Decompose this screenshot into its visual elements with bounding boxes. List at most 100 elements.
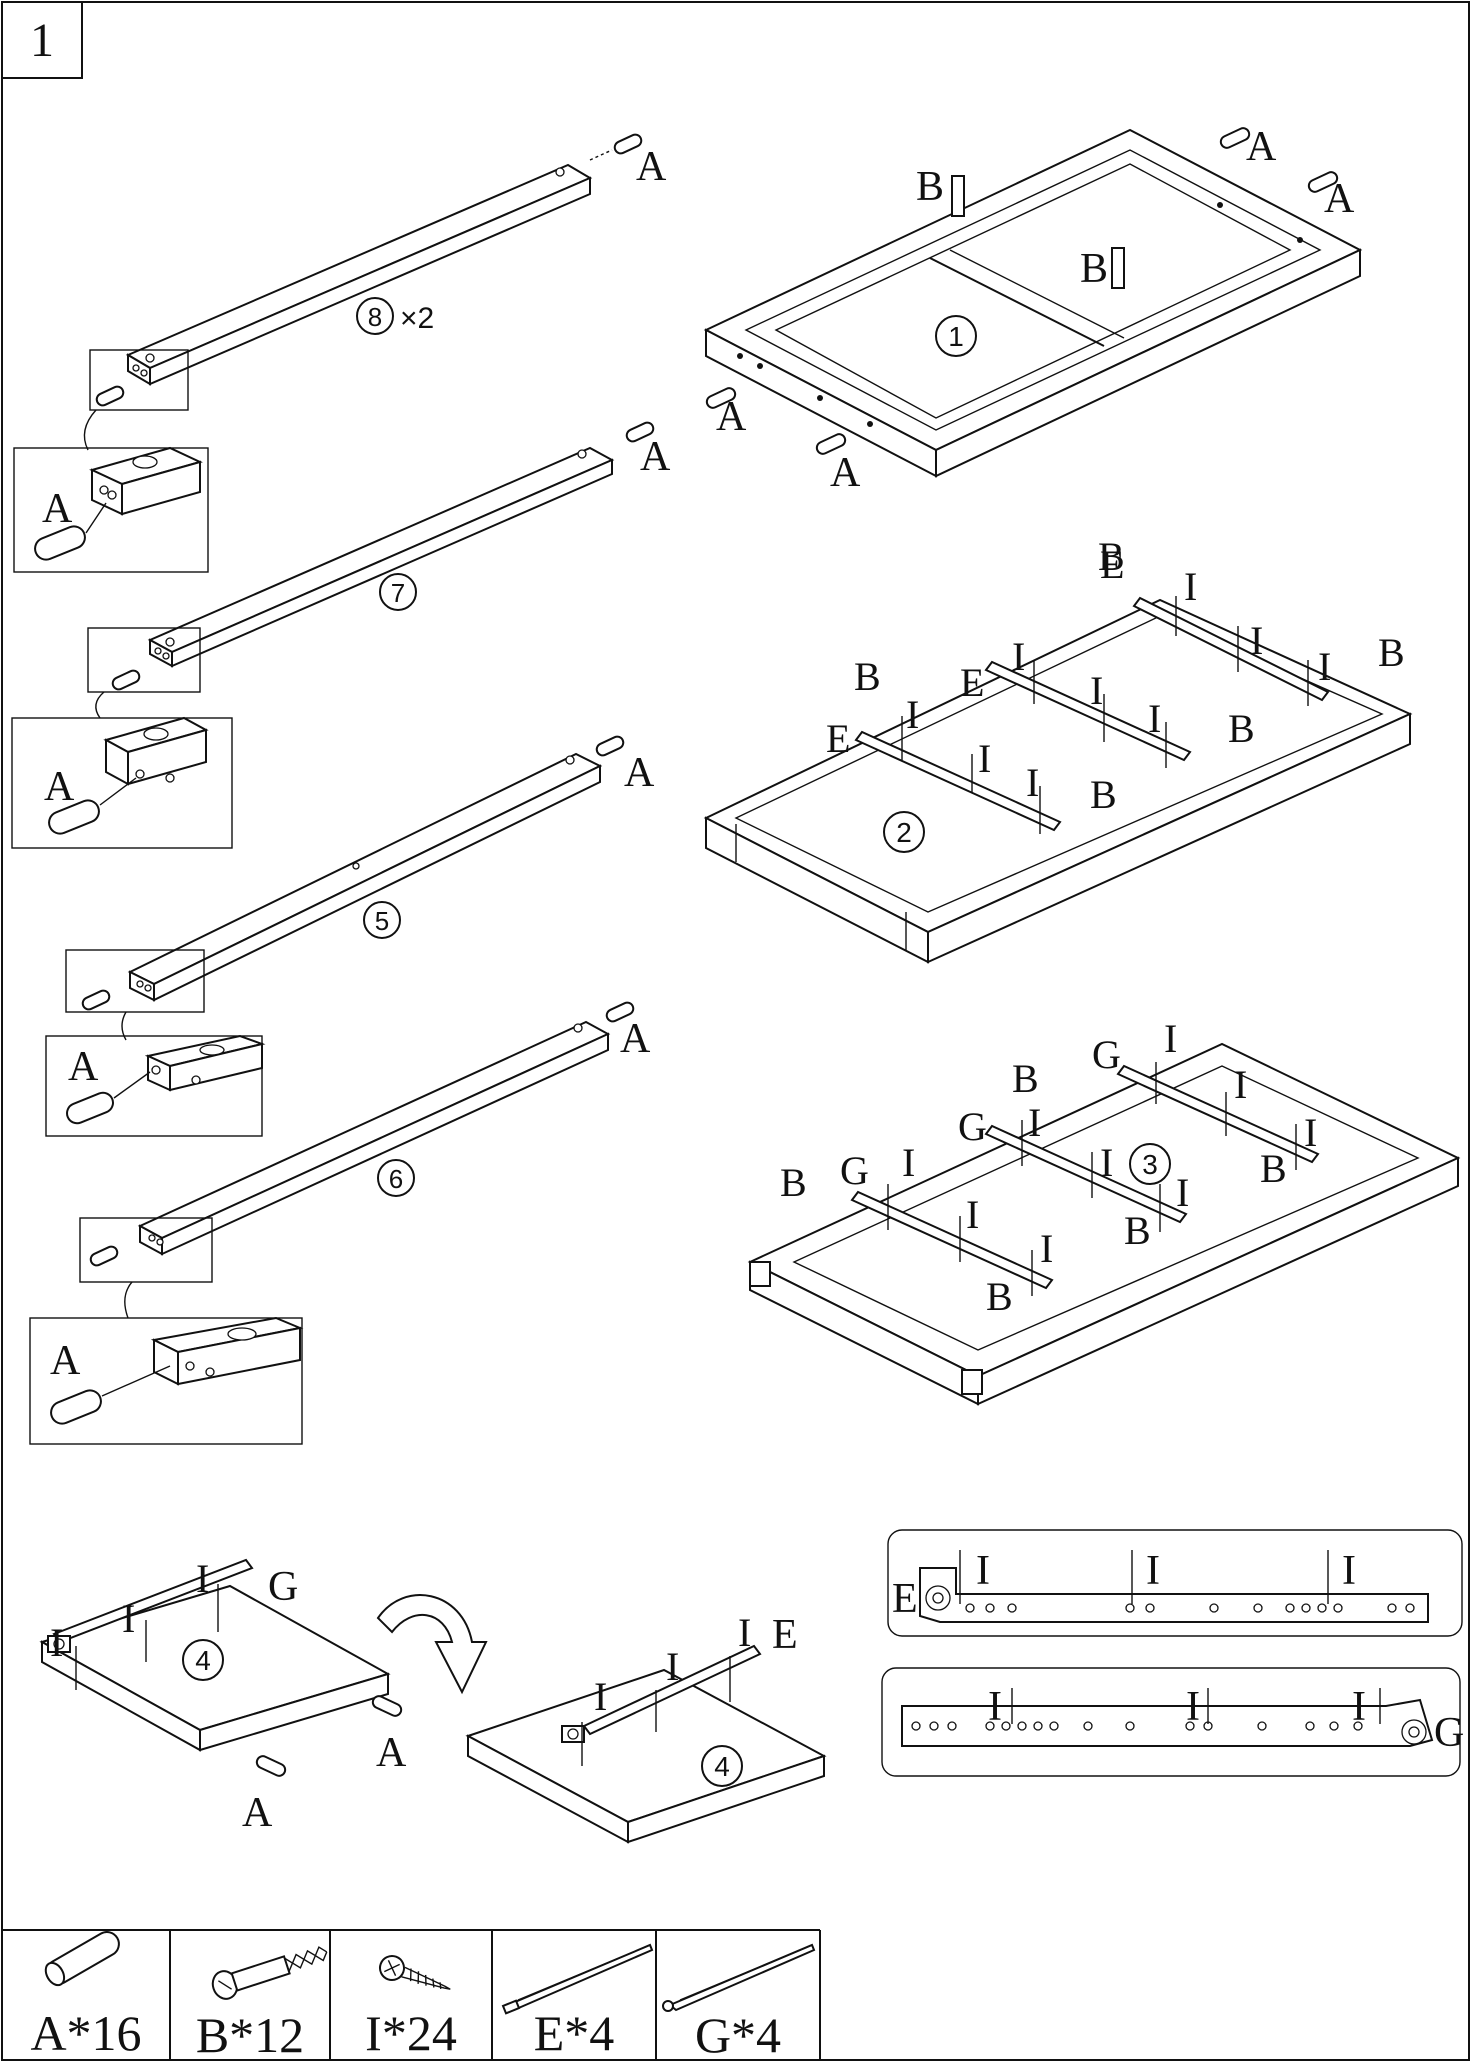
dowel-icon	[255, 1695, 403, 1777]
screw-icon	[379, 1955, 451, 1990]
screw-label: I	[50, 1620, 63, 1665]
screw-label: I	[976, 1548, 990, 1594]
dowel-icon	[95, 133, 643, 407]
screw-label: I	[122, 1596, 135, 1641]
dowel-icon	[81, 735, 625, 1011]
screw-icon	[901, 596, 1309, 834]
screw-label: I	[902, 1140, 915, 1185]
rail-g-label: G	[1092, 1032, 1121, 1077]
rail-e-label: E	[1100, 542, 1124, 587]
screw-label: I	[1148, 696, 1161, 741]
rail-e	[854, 596, 1330, 832]
cam-bolt-label: B	[1098, 534, 1125, 579]
svg-text:2: 2	[896, 817, 912, 848]
svg-text:1: 1	[948, 321, 964, 352]
dowel-label: A	[636, 144, 667, 190]
dowel-label: A	[620, 1016, 651, 1062]
screw-label: I	[1184, 564, 1197, 609]
cam-bolt-label: B	[1012, 1056, 1039, 1101]
screw-label: I	[966, 1192, 979, 1237]
dowel-label: A	[1246, 124, 1277, 170]
step-number-box: 1	[1, 1, 83, 79]
screw-label: I	[1100, 1140, 1113, 1185]
detail-callout	[87, 627, 201, 693]
screw-label: I	[1186, 1684, 1200, 1730]
screw-icon	[959, 1550, 1329, 1604]
part-6-rail: A 6	[79, 1001, 651, 1319]
dowel-label: A	[1324, 176, 1355, 222]
screw-label: I	[738, 1610, 751, 1655]
detail-8-zoom: A	[13, 446, 209, 573]
cam-bolt-label: B	[1260, 1146, 1287, 1191]
part-8-number: 8 ×2	[356, 297, 434, 335]
rail-g-detail: I I I G	[881, 1667, 1464, 1777]
screw-label: I	[1012, 634, 1025, 679]
part-4-number: 4	[182, 1639, 224, 1681]
svg-text:6: 6	[389, 1164, 403, 1194]
detail-7-zoom: A	[11, 716, 233, 849]
hardware-i-count: I*24	[365, 2005, 457, 2061]
hardware-b-count: B*12	[196, 2007, 304, 2062]
cam-bolt-label: B	[854, 654, 881, 699]
svg-text:7: 7	[391, 578, 405, 608]
cam-bolt-icon	[951, 175, 1125, 289]
cam-bolt-label: B	[1090, 772, 1117, 817]
dowel-label: A	[50, 1338, 81, 1384]
dowel-icon	[705, 127, 1339, 455]
rail-e-label: E	[892, 1576, 918, 1622]
hardware-e-count: E*4	[534, 2005, 615, 2061]
hardware-a-count: A*16	[30, 2005, 141, 2061]
part-7-rail: A 7	[87, 421, 671, 719]
drawer-rail-g-icon	[662, 1943, 816, 2012]
screw-label: I	[1176, 1170, 1189, 1215]
part-1-number: 1	[935, 315, 977, 357]
dowel-label: A	[624, 750, 655, 796]
cam-bolt-label: B	[916, 164, 944, 210]
hardware-g-count: G*4	[695, 2007, 781, 2062]
rail-g-label: G	[268, 1564, 298, 1610]
screw-icon	[75, 1584, 219, 1690]
part-4-with-rail-g: 4 G I I I A A	[39, 1556, 407, 1836]
screw-label: I	[196, 1556, 209, 1601]
detail-6-zoom: A	[29, 1316, 304, 1445]
dowel-label: A	[44, 764, 75, 810]
hardware-legend: A*16 B*12 I*24 E*4 G*4	[2, 1929, 821, 2062]
rail-e-detail: I I I E	[887, 1529, 1463, 1637]
cam-bolt-label: B	[780, 1160, 807, 1205]
dowel-label: A	[68, 1044, 99, 1090]
dowel-label: A	[830, 450, 861, 496]
part-1-frame: 1 B B A A A A	[703, 124, 1363, 496]
dowel-label: A	[640, 434, 671, 480]
detail-5-zoom: A	[45, 1034, 266, 1137]
part-5-number: 5	[363, 901, 401, 939]
screw-label: I	[1164, 1016, 1177, 1061]
dowel-label: A	[42, 486, 73, 532]
screw-icon	[1011, 1688, 1381, 1724]
part-4-number: 4	[701, 1745, 743, 1787]
svg-text:3: 3	[1142, 1149, 1158, 1180]
screw-icon	[887, 1062, 1297, 1296]
rail-g-label: G	[1434, 1710, 1464, 1756]
screw-label: I	[1250, 618, 1263, 663]
cam-bolt-label: B	[1080, 246, 1108, 292]
screw-label: I	[1040, 1226, 1053, 1271]
rail-e-label: E	[826, 716, 850, 761]
rail-e-label: E	[960, 660, 984, 705]
rail-g	[850, 1064, 1320, 1290]
part-5-rail: A 5	[65, 735, 655, 1041]
detail-callout	[65, 949, 205, 1013]
screw-label: I	[1234, 1062, 1247, 1107]
rail-g-label: G	[840, 1148, 869, 1193]
flip-arrow-icon	[376, 1594, 488, 1695]
dowel-label: A	[716, 394, 747, 440]
drawer-rail-e-icon	[501, 1943, 654, 2015]
part-3-panel: 3 G G G B B B B B I I I I I I I I I	[747, 1016, 1461, 1406]
cam-bolt-label: B	[1228, 706, 1255, 751]
dowel-label: A	[376, 1730, 407, 1776]
screw-label: I	[1304, 1110, 1317, 1155]
dowel-label: A	[242, 1790, 273, 1836]
screw-label: I	[906, 692, 919, 737]
part-8-quantity: ×2	[400, 302, 434, 335]
